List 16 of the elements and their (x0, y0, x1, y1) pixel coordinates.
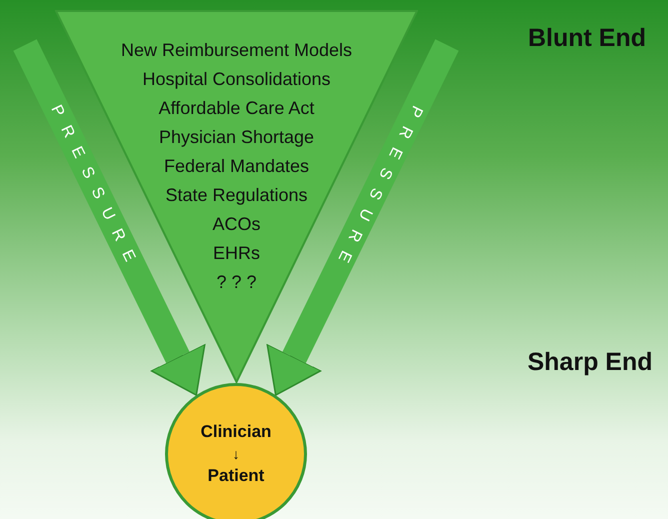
role-text: Patient (208, 465, 264, 487)
factor-text: Affordable Care Act (158, 97, 314, 120)
end-label: Blunt End (526, 23, 648, 54)
pressure-arrow (266, 39, 459, 396)
factor-text: Hospital Consolidations (142, 68, 331, 91)
down-arrow-glyph: ↓ (232, 445, 240, 464)
factor-text: New Reimbursement Models (120, 39, 352, 62)
pressure-arrow (13, 39, 206, 396)
role-text: Clinician (200, 421, 272, 443)
factor-text: ACOs (212, 213, 260, 236)
factor-text: State Regulations (165, 184, 308, 207)
factor-text: ? ? ? (216, 271, 257, 294)
factor-text: Federal Mandates (164, 155, 310, 178)
end-label: Sharp End (526, 347, 654, 378)
factor-text: EHRs (213, 242, 260, 265)
factor-text: Physician Shortage (158, 126, 314, 149)
